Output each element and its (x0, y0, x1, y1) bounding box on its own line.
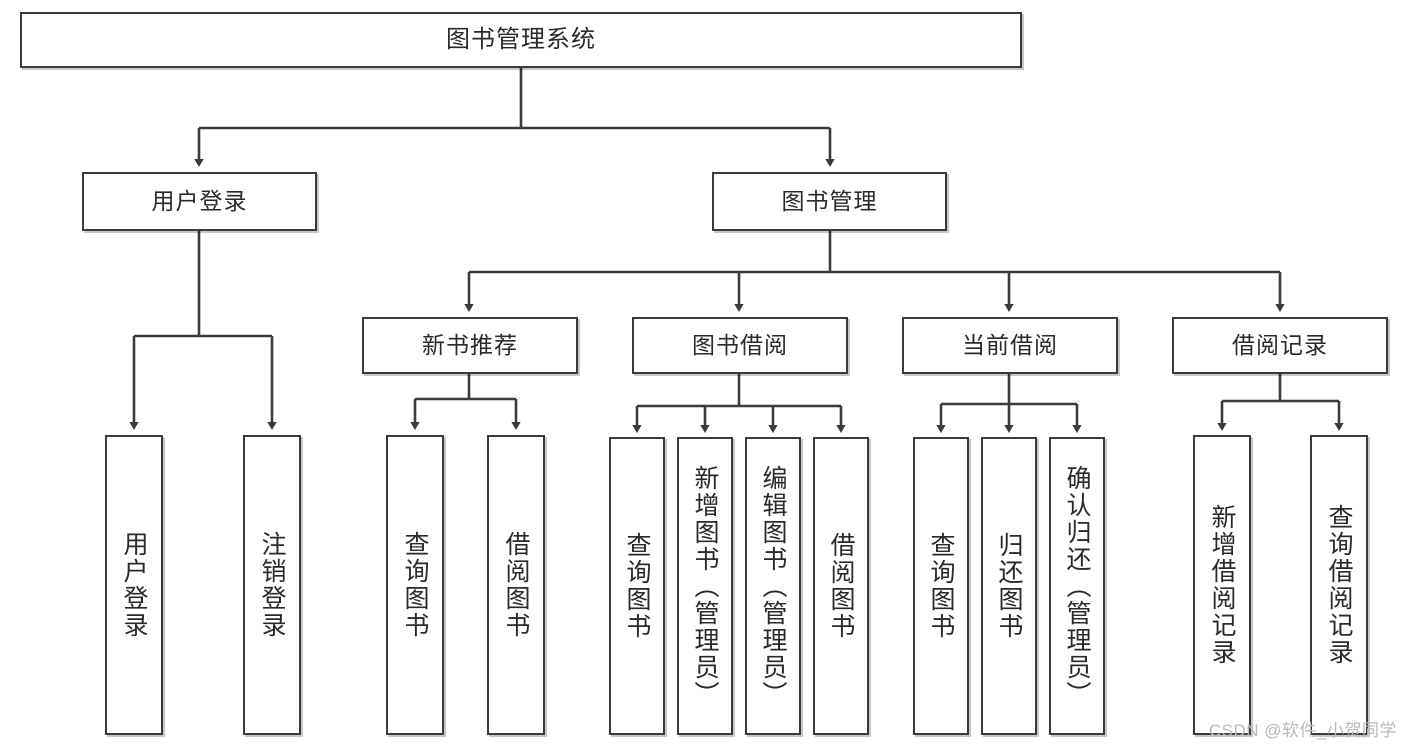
node-label: 编辑图书（管理员） (759, 464, 787, 708)
node-label: 用户登录 (120, 531, 148, 639)
node-book-management[interactable]: 图书管理 (712, 172, 947, 231)
node-label: 用户登录 (151, 187, 248, 214)
node-label: 查询图书 (623, 532, 651, 640)
node-label: 当前借阅 (962, 331, 1058, 358)
node-label: 图书管理系统 (446, 25, 596, 53)
node-new-book-recommend[interactable]: 新书推荐 (362, 317, 578, 374)
node-leaf-confirm-return-admin[interactable]: 确认归还（管理员） (1049, 437, 1105, 735)
node-root-book-management-system[interactable]: 图书管理系统 (20, 12, 1022, 68)
node-label: 新增借阅记录 (1208, 504, 1236, 666)
node-label: 查询图书 (927, 532, 955, 640)
node-leaf-query-borrow-record[interactable]: 查询借阅记录 (1310, 435, 1368, 735)
node-label: 确认归还（管理员） (1063, 464, 1091, 708)
node-leaf-logout[interactable]: 注销登录 (243, 435, 301, 735)
node-borrow-record[interactable]: 借阅记录 (1172, 317, 1388, 374)
node-leaf-add-book-admin[interactable]: 新增图书（管理员） (677, 437, 733, 735)
watermark: CSDN @软件_小贺同学 (1208, 721, 1397, 740)
node-current-borrow[interactable]: 当前借阅 (902, 317, 1118, 374)
node-user-login[interactable]: 用户登录 (82, 172, 317, 231)
node-leaf-query-book-new[interactable]: 查询图书 (386, 435, 444, 735)
node-label: 借阅图书 (827, 532, 855, 640)
node-leaf-query-book-current[interactable]: 查询图书 (913, 437, 969, 735)
node-label: 借阅记录 (1232, 331, 1328, 358)
node-leaf-user-login[interactable]: 用户登录 (105, 435, 163, 735)
node-label: 图书管理 (781, 187, 878, 214)
node-label: 注销登录 (258, 531, 286, 639)
node-label: 图书借阅 (692, 331, 788, 358)
node-label: 新书推荐 (422, 331, 518, 358)
node-book-borrow[interactable]: 图书借阅 (632, 317, 848, 374)
node-label: 归还图书 (995, 532, 1023, 640)
node-leaf-return-book[interactable]: 归还图书 (981, 437, 1037, 735)
node-leaf-query-book-borrow[interactable]: 查询图书 (609, 437, 665, 735)
node-label: 借阅图书 (502, 531, 530, 639)
node-label: 新增图书（管理员） (691, 464, 719, 708)
node-leaf-add-borrow-record[interactable]: 新增借阅记录 (1193, 435, 1251, 735)
node-label: 查询借阅记录 (1325, 504, 1353, 666)
node-leaf-borrow-book[interactable]: 借阅图书 (813, 437, 869, 735)
node-label: 查询图书 (401, 531, 429, 639)
node-leaf-edit-book-admin[interactable]: 编辑图书（管理员） (745, 437, 801, 735)
node-leaf-borrow-book-new[interactable]: 借阅图书 (487, 435, 545, 735)
